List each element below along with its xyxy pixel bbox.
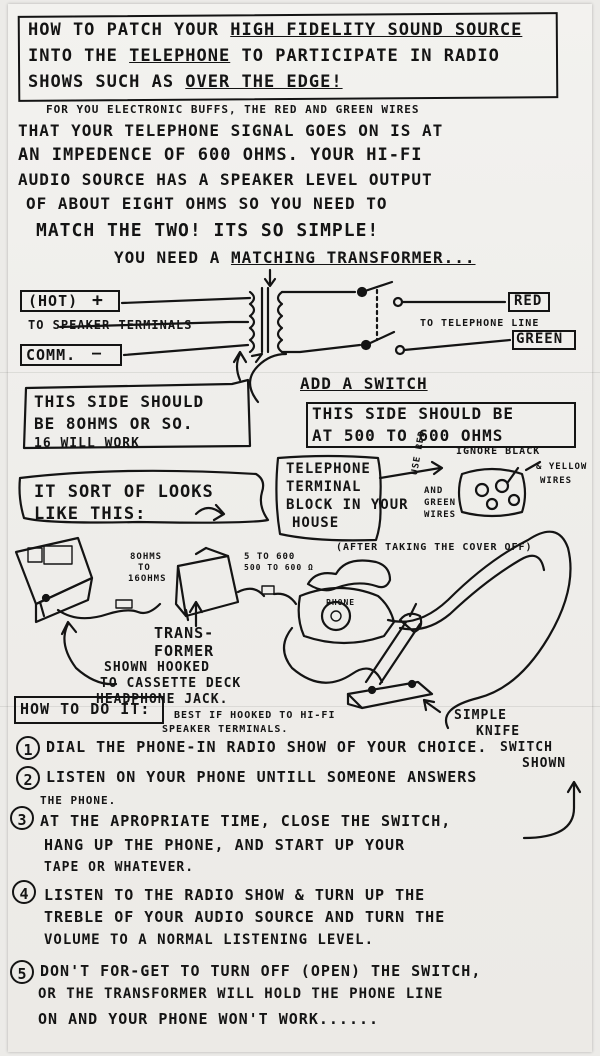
ohms-right-line-2: 500 to 600 Ω [244, 563, 314, 572]
red-terminal-label [508, 292, 550, 312]
minus-sign: — [92, 344, 103, 362]
green-terminal-label [512, 330, 576, 350]
step-number-3: 3 [10, 806, 34, 830]
step-1-line-1: Dial the phone-in radio show of your cho… [46, 738, 488, 756]
title-emphasis: telephone [129, 46, 231, 66]
paper-sheet [8, 4, 592, 1052]
looks-like-line-1: It sort of looks [34, 482, 214, 502]
terminal-line-3: block in your [286, 497, 409, 513]
terminal-line-4: house [292, 515, 340, 531]
transformer-line-4: to cassette deck [100, 676, 242, 691]
add-switch-label: add a switch [300, 374, 428, 393]
step-5-line-2: or the transformer will hold the phone l… [38, 986, 444, 1002]
looks-like-line-2: like this: [34, 504, 147, 524]
intro-line-3: an impedence of 600 ohms. Your Hi-Fi [18, 145, 423, 165]
intro-line-6: match the two! its so simple! [36, 220, 380, 241]
knife-line-3: switch [500, 740, 553, 755]
hot-terminal-label [20, 290, 120, 312]
plus-sign: + [92, 290, 104, 311]
step-3-line-3: tape or whatever. [44, 860, 195, 875]
step-number-1: 1 [16, 736, 40, 760]
left-note-line-1: This side should [34, 392, 205, 411]
step-4-line-3: volume to a normal listening level. [44, 932, 375, 948]
title-emphasis: high fidelity sound source [230, 20, 523, 40]
knife-line-2: knife [476, 724, 521, 739]
red-label: red [514, 293, 543, 309]
ohms-left-line-2: to [138, 563, 151, 573]
ohms-left-line-3: 16ohms [128, 574, 167, 584]
step-2-line-2: the phone. [40, 794, 117, 807]
intro-line-5: of about eight ohms so you need to [26, 194, 388, 213]
phone-label: phone [326, 598, 356, 607]
left-note-line-3: 16 will work [34, 436, 140, 451]
step-2-line-1: Listen on your phone untill someone answ… [46, 768, 478, 786]
terminal-line-1: Telephone [286, 461, 371, 477]
fold-crease [0, 706, 600, 707]
step-number-4: 4 [12, 880, 36, 904]
step-3-line-2: hang up the phone, and start up your [44, 836, 406, 854]
use-wires-line-3: green [424, 498, 457, 508]
title-line-1: How to patch your high fidelity sound so… [28, 20, 523, 40]
title-line-3: shows such as over the edge! [28, 72, 343, 92]
ignore-line-3: wires [540, 476, 573, 486]
transformer-line-5: headphone jack. [96, 692, 229, 707]
intro-line-1: For you electronic buffs, the red and gr… [46, 103, 420, 116]
after-cover-note: (after taking the cover off) [336, 542, 533, 553]
step-4-line-1: Listen to the radio show & turn up the [44, 886, 426, 904]
ignore-line-2: & yellow [536, 462, 588, 472]
hot-label: (hot) [28, 292, 79, 310]
ignore-line-1: ignore black [456, 446, 541, 457]
step-5-line-1: Don't for-get to turn off (open) the swi… [40, 962, 482, 980]
right-note-line-1: This side should be [312, 404, 515, 423]
intro-line-4: audio source has a speaker level output [18, 170, 433, 189]
right-note-box [306, 402, 576, 448]
step-number-2: 2 [16, 766, 40, 790]
howto-heading: How to do it: [20, 700, 151, 718]
knife-line-4: shown [522, 756, 567, 771]
right-note-line-2: at 500 to 600 ohms [312, 426, 504, 445]
use-wires-line-2: and [424, 486, 444, 496]
intro-line-7: You need a matching transformer... [114, 248, 476, 267]
ohms-left-line-1: 8ohms [130, 552, 163, 562]
green-label: green [516, 331, 564, 347]
knife-line-1: simple [454, 708, 507, 723]
comm-terminal-label [20, 344, 122, 366]
ohms-right-line-1: 5 to 600 [244, 552, 296, 562]
use-wires-line-4: wires [424, 510, 457, 520]
howto-heading-box [14, 696, 164, 724]
transformer-line-1: Trans- [154, 624, 215, 642]
step-3-line-1: At the apropriate time, close the switch… [40, 812, 452, 830]
to-speaker-label: to speaker terminals [28, 318, 193, 332]
terminal-line-2: terminal [286, 479, 362, 495]
title-emphasis: over the edge! [185, 72, 343, 92]
transformer-line-3: shown hooked [104, 660, 210, 675]
transformer-line-2: former [154, 642, 215, 660]
to-telephone-label: to telephone line [420, 318, 540, 329]
step-5-line-3: on and your phone won't work...... [38, 1010, 380, 1028]
best-hooked-line-1: best if hooked to Hi-Fi [174, 710, 336, 721]
comm-label: comm. [26, 346, 77, 364]
step-number-5: 5 [10, 960, 34, 984]
intro-line-2: that your telephone signal goes on is at [18, 121, 444, 140]
intro-emphasis: matching transformer... [230, 248, 476, 267]
fold-crease [0, 372, 600, 373]
best-hooked-line-2: speaker terminals. [162, 724, 289, 735]
step-4-line-2: treble of your audio source and turn the [44, 908, 446, 926]
left-note-line-2: be 8ohms or so. [34, 414, 194, 433]
title-line-2: into the telephone to participate in rad… [28, 46, 500, 66]
